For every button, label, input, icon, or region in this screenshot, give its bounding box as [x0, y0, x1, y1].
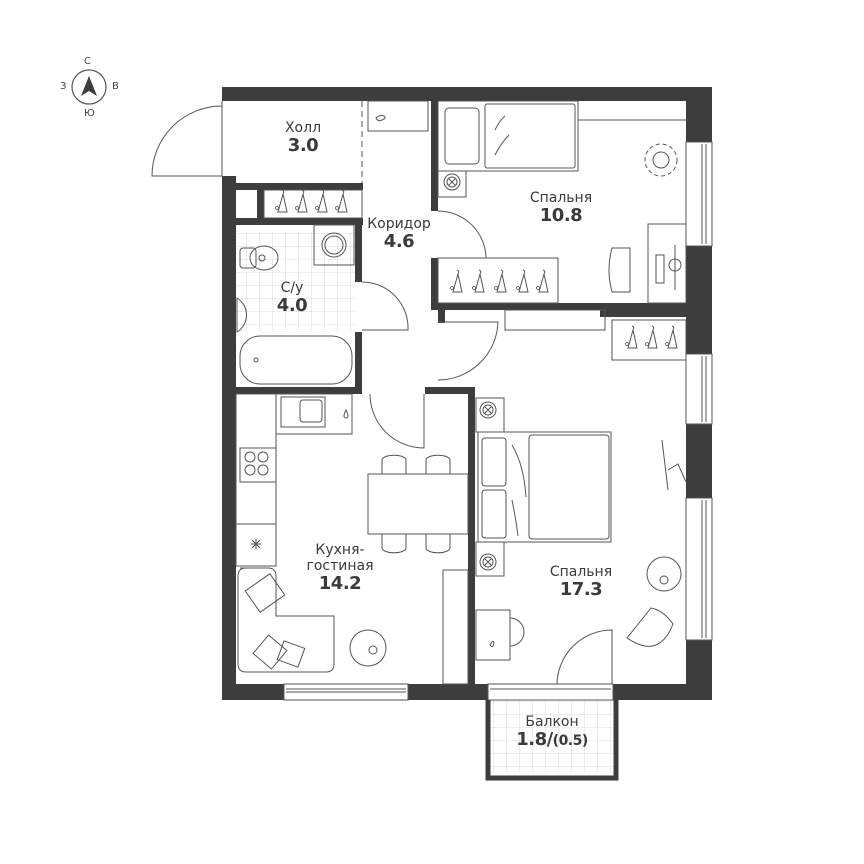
sink-basin: [299, 399, 323, 423]
window-bedroom-small: [685, 141, 713, 247]
door-bathroom[interactable]: [361, 281, 409, 331]
room-name: Балкон: [525, 714, 579, 730]
chair: [425, 454, 451, 474]
plant-icon: [644, 143, 678, 177]
laptop: [655, 254, 665, 284]
balcony-tile-floor: [490, 700, 613, 773]
furniture: [235, 100, 687, 685]
bed-pillow: [444, 107, 480, 165]
room-name: Спальня: [549, 564, 613, 580]
room-area: 3.0: [287, 135, 319, 157]
doors: [151, 101, 613, 685]
snowflake-icon: [251, 539, 261, 549]
balcony-outline: [485, 700, 619, 781]
balcony-area: 1.8/: [516, 729, 553, 751]
cabinet: [442, 569, 469, 685]
windows: [283, 141, 713, 701]
side-table: [646, 556, 682, 592]
desk-chair: [608, 247, 631, 293]
room-area: 4.0: [276, 295, 308, 317]
water-icon: [343, 408, 349, 419]
room-label-kitchen-living: Кухня- гостиная 14.2: [290, 542, 390, 595]
bathtub-drain: [253, 357, 259, 363]
room-label-bathroom: С/у 4.0: [262, 280, 322, 317]
room-label-hall: Холл 3.0: [268, 120, 338, 157]
nightstand-top: [475, 397, 505, 433]
room-name: Спальня: [529, 190, 593, 206]
compass: [71, 69, 107, 105]
washing-machine-drum: [321, 232, 347, 258]
shoe-icon: [375, 114, 386, 122]
window-bedroom-large-1: [685, 353, 713, 425]
sink: [236, 297, 247, 333]
room-name: Холл: [284, 120, 322, 136]
room-area: 1.8/(0.5): [500, 729, 604, 751]
compass-east-label: В: [112, 81, 119, 92]
washing-machine: [313, 224, 355, 266]
chair: [381, 454, 407, 474]
room-label-bedroom-large: Спальня 17.3: [538, 564, 624, 601]
stove: [239, 447, 277, 483]
room-label-balcony: Балкон 1.8/(0.5): [500, 714, 604, 751]
armchair: [626, 607, 674, 647]
single-bed: [437, 100, 579, 172]
kitchen-counter-left: [235, 393, 277, 525]
wardrobe-bedroom-small: [437, 257, 559, 304]
room-name: Кухня-: [315, 542, 365, 558]
shoe-cabinet: [367, 100, 429, 132]
balcony-area-reduced: (0.5): [552, 733, 589, 750]
compass-ring: [71, 69, 107, 105]
toilet-bowl: [249, 245, 279, 271]
room-area: 17.3: [559, 579, 603, 601]
door-bedroom-large[interactable]: [437, 321, 499, 381]
fridge: [235, 523, 277, 567]
nightstand-small: [437, 170, 467, 198]
door-kitchen[interactable]: [369, 393, 425, 449]
compass-north-label: С: [84, 56, 91, 67]
room-area: 4.6: [383, 231, 415, 253]
tv: [661, 439, 687, 491]
corner-sofa: [237, 567, 335, 673]
window-bedroom-large-2: [685, 497, 713, 641]
room-label-corridor: Коридор 4.6: [356, 216, 442, 253]
room-label-bedroom-small: Спальня 10.8: [518, 190, 604, 227]
double-bed: [477, 431, 612, 543]
room-area: 10.8: [539, 205, 583, 227]
north-arrow-icon: [81, 76, 97, 96]
walls: [222, 87, 712, 700]
bathroom-tile-floor: [237, 232, 355, 332]
room-area: 14.2: [318, 573, 362, 595]
coffee-table: [349, 629, 387, 667]
door-bedroom-small[interactable]: [437, 210, 487, 259]
room-name: С/у: [280, 280, 304, 296]
desk: [647, 223, 687, 304]
room-name: Коридор: [367, 216, 431, 232]
compass-south-label: Ю: [84, 108, 95, 119]
door-balcony[interactable]: [556, 629, 613, 685]
wardrobe-bedroom-large: [611, 319, 687, 361]
room-name-2: гостиная: [306, 558, 374, 575]
nightstand-bottom: [475, 541, 505, 577]
dining-table: [367, 473, 469, 535]
chair: [381, 534, 407, 554]
vanity-table: [475, 609, 511, 661]
wardrobe-hall: [263, 189, 363, 219]
bathtub: [239, 335, 353, 385]
chair: [425, 534, 451, 554]
entrance-door[interactable]: [151, 101, 223, 177]
compass-west-label: З: [60, 81, 67, 92]
toilet-tank: [239, 247, 257, 269]
